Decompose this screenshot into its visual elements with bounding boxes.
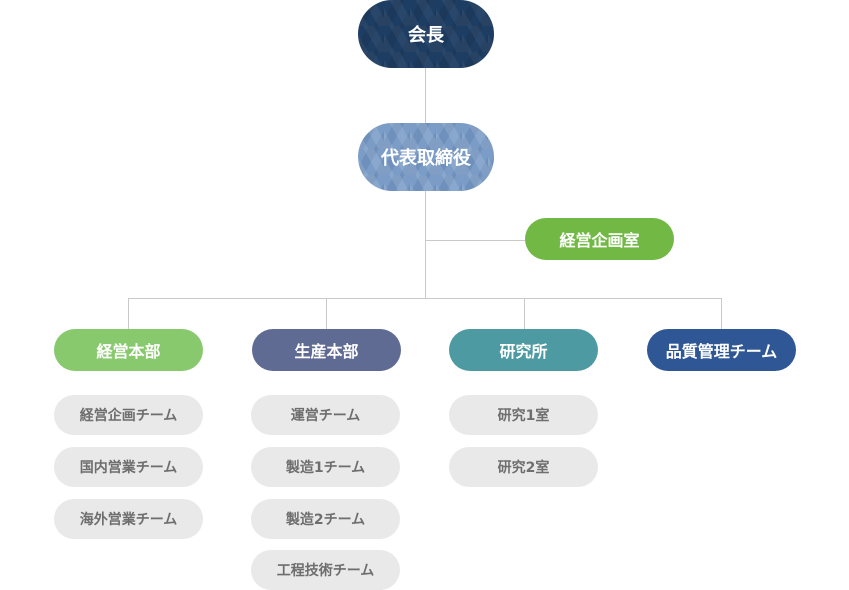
connector-chairman-ceo — [425, 68, 426, 123]
department-label: 生産本部 — [294, 342, 359, 361]
team-pill: 経営企画チーム — [54, 395, 203, 435]
team-label: 製造2チーム — [285, 512, 366, 528]
department-label: 経営本部 — [96, 342, 161, 361]
team-label: 海外営業チーム — [79, 512, 178, 528]
team-label: 研究2室 — [497, 460, 550, 476]
team-label: 工程技術チーム — [276, 563, 375, 579]
connector-dept-0 — [128, 298, 129, 329]
connector-dept-3 — [721, 298, 722, 329]
chairman-label: 会長 — [408, 25, 444, 46]
department-node-research: 研究所 — [449, 329, 598, 371]
connector-office-branch — [425, 240, 525, 241]
ceo-label: 代表取締役 — [381, 148, 471, 169]
chairman-node: 会長 — [358, 0, 494, 68]
team-label: 製造1チーム — [285, 460, 366, 476]
planning-office-label: 経営企画室 — [559, 231, 640, 250]
team-pill: 研究1室 — [449, 395, 598, 435]
connector-departments-bar — [128, 298, 722, 299]
connector-dept-2 — [524, 298, 525, 329]
team-label: 研究1室 — [497, 408, 550, 424]
team-pill: 国内営業チーム — [54, 447, 203, 487]
department-node-production: 生産本部 — [252, 329, 401, 371]
team-label: 国内営業チーム — [79, 460, 178, 476]
department-label: 品質管理チーム — [665, 342, 778, 361]
department-node-management: 経営本部 — [54, 329, 203, 371]
team-pill: 研究2室 — [449, 447, 598, 487]
connector-dept-1 — [326, 298, 327, 329]
team-pill: 製造1チーム — [251, 447, 400, 487]
team-label: 運営チーム — [290, 408, 361, 424]
team-pill: 海外営業チーム — [54, 499, 203, 539]
department-node-quality: 品質管理チーム — [647, 329, 796, 371]
team-pill: 製造2チーム — [251, 499, 400, 539]
team-pill: 工程技術チーム — [251, 550, 400, 590]
planning-office-node: 経営企画室 — [525, 218, 674, 260]
team-label: 経営企画チーム — [79, 408, 178, 424]
connector-ceo-trunk — [425, 191, 426, 298]
ceo-node: 代表取締役 — [358, 123, 494, 191]
department-label: 研究所 — [499, 342, 548, 361]
team-pill: 運営チーム — [251, 395, 400, 435]
